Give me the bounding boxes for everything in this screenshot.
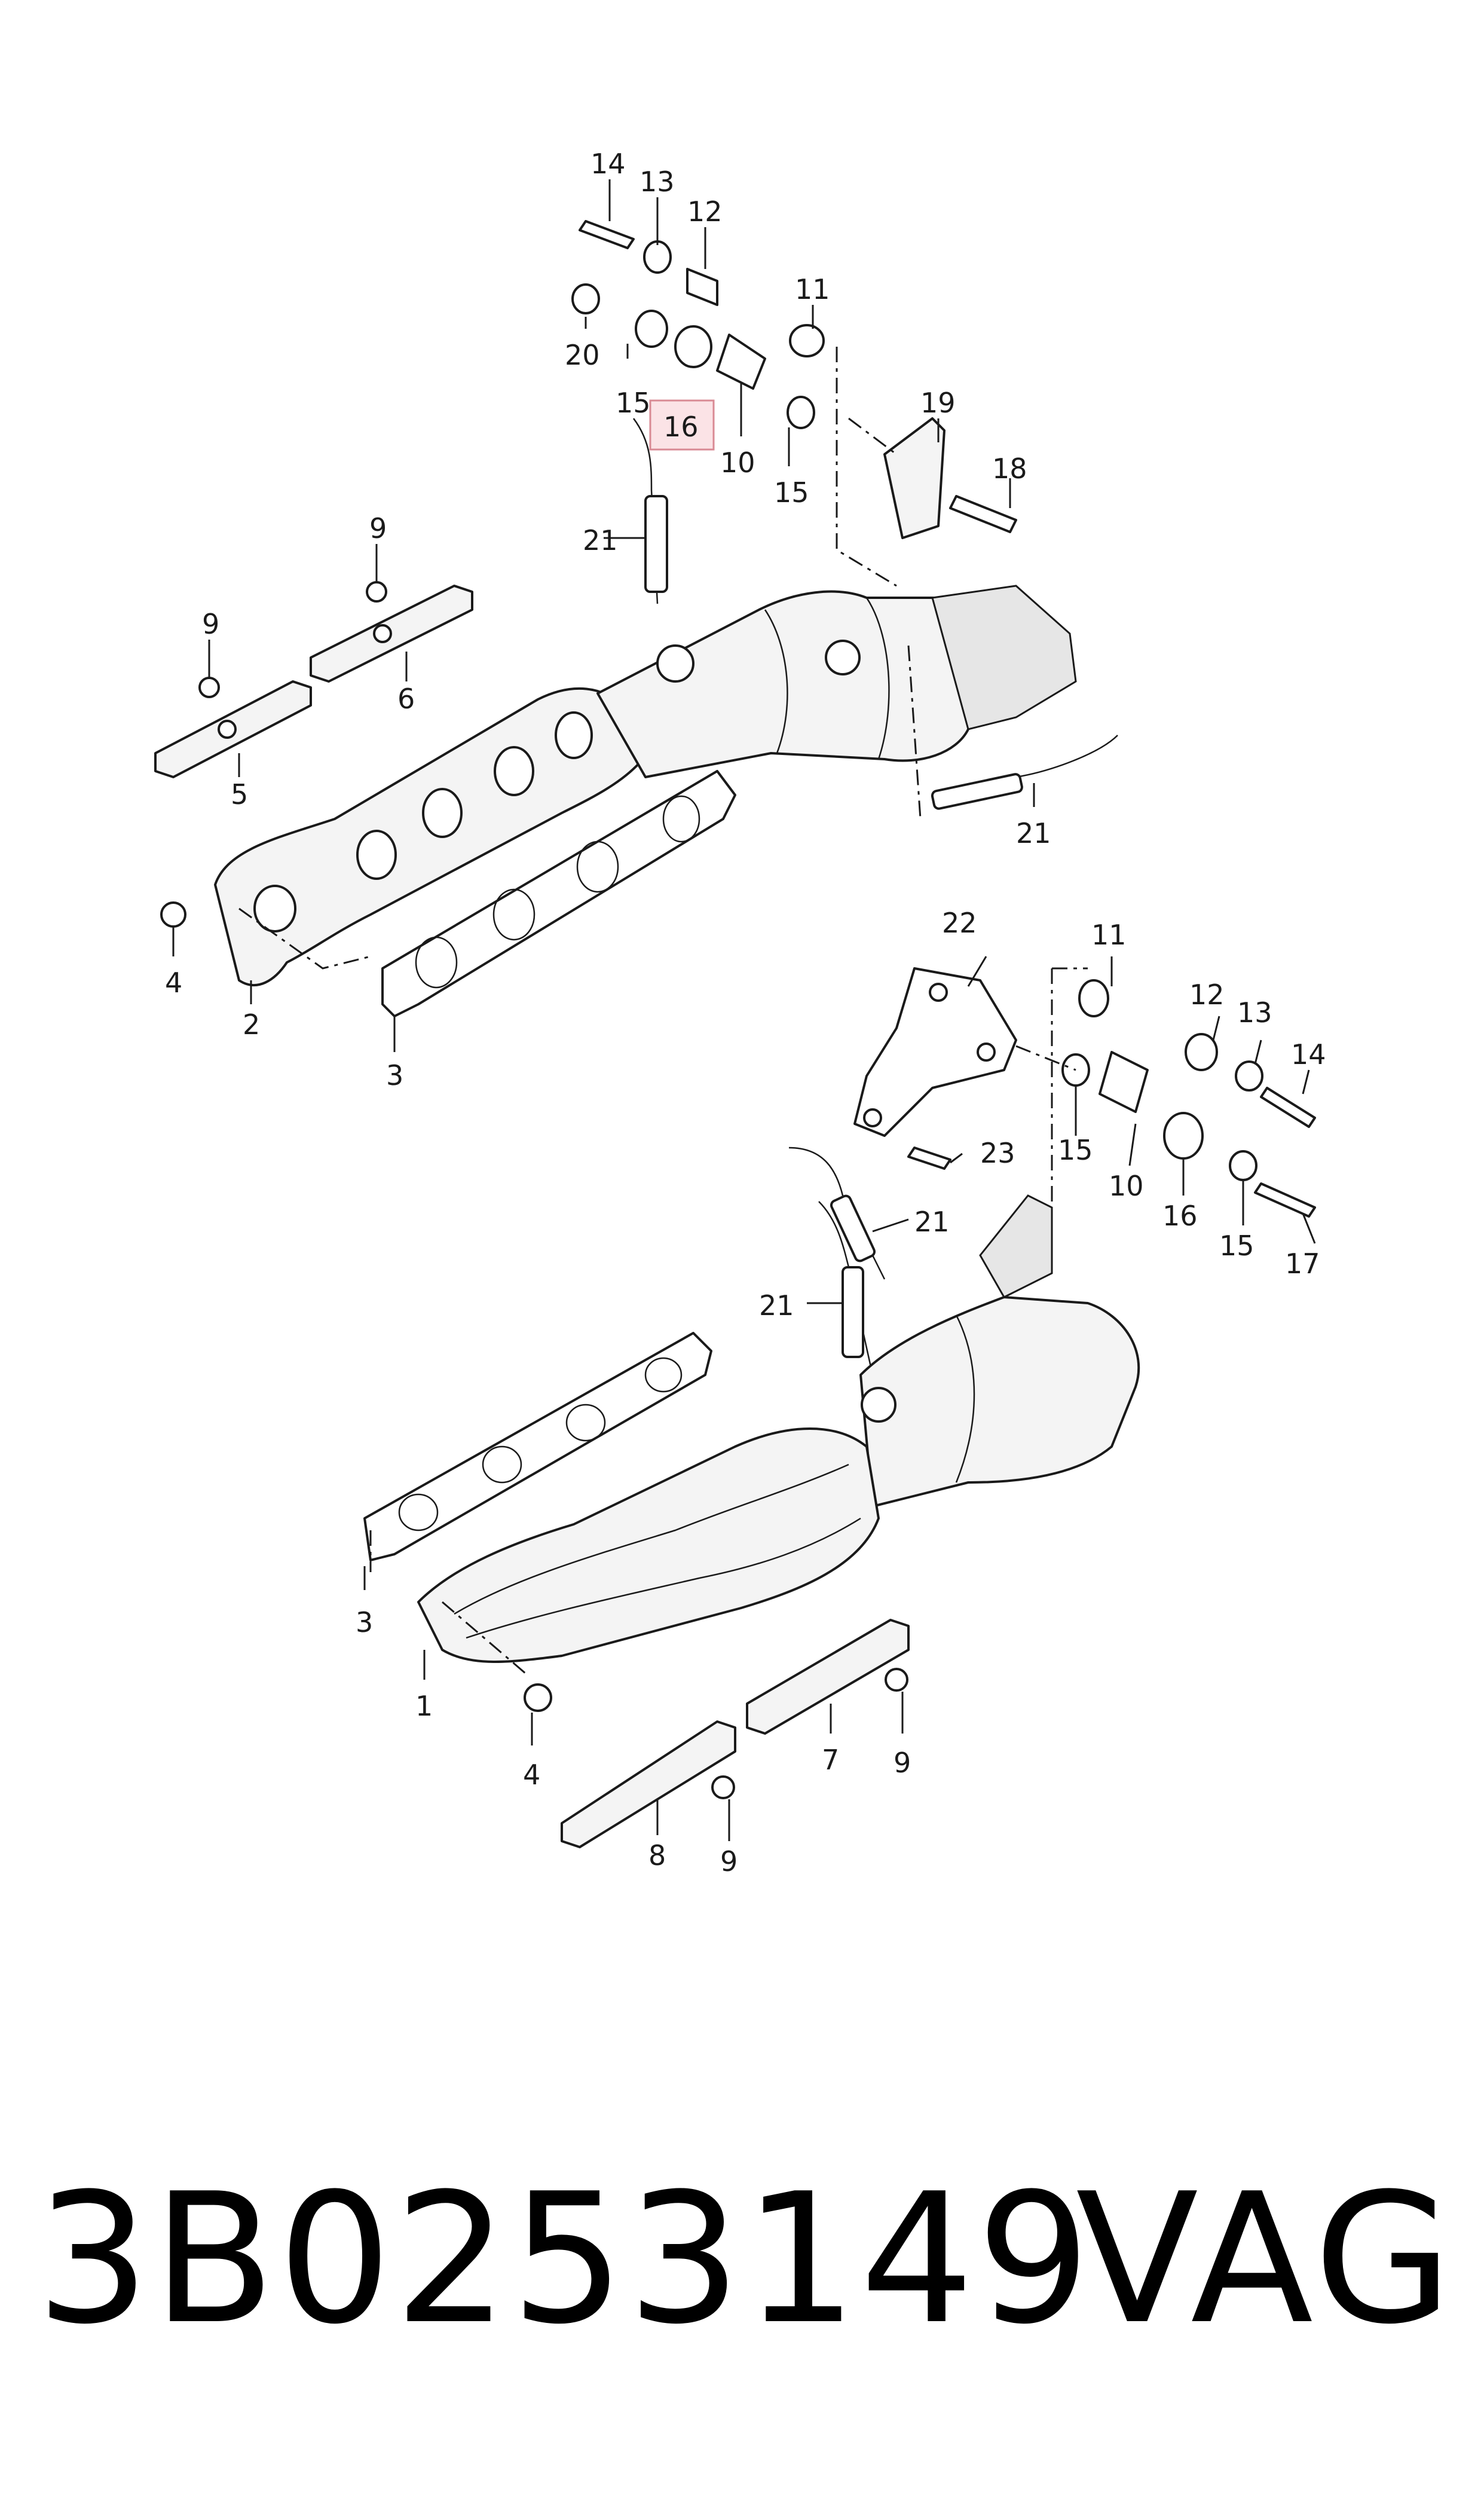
lower-assembly	[363, 967, 1316, 1848]
part-number: 3B0253149	[36, 2155, 1093, 2364]
callout-labels: 14 13 12 11 20 15 16 10 15 19 18 21 21 9…	[165, 148, 1326, 1878]
callout-13: 13	[640, 166, 675, 198]
callout-6: 6	[397, 683, 415, 715]
heat-shield-plate-8	[561, 1720, 736, 1848]
oxygen-sensor-right	[956, 735, 1118, 796]
callout-19: 19	[920, 387, 956, 419]
gasket-3	[381, 770, 736, 1017]
oxygen-sensor-lower-b	[818, 1201, 874, 1375]
heat-shield-2	[214, 687, 653, 987]
callout-16: 16	[1162, 1200, 1198, 1232]
heat-shield-plate-7	[746, 1619, 910, 1735]
callout-3: 3	[356, 1606, 373, 1638]
callout-10: 10	[1109, 1170, 1144, 1202]
callout-21: 21	[759, 1289, 794, 1322]
callout-5: 5	[231, 778, 248, 811]
gasket-3-lower	[363, 1332, 712, 1561]
callout-2: 2	[243, 1008, 260, 1041]
hardware-upper	[571, 220, 1017, 539]
callout-4: 4	[523, 1759, 540, 1791]
oxygen-sensor-lower-a	[788, 1147, 886, 1280]
oxygen-sensor-upper	[632, 418, 659, 604]
hardware-lower	[907, 979, 1316, 1218]
callout-4: 4	[165, 967, 182, 999]
catalytic-converter-lower	[859, 1296, 1140, 1508]
callout-15: 15	[1219, 1230, 1254, 1262]
callout-15: 15	[1058, 1134, 1093, 1166]
brand-label: VAG	[1076, 2155, 1457, 2364]
callout-9: 9	[202, 608, 219, 640]
bracket-22	[853, 967, 1017, 1137]
callout-11: 11	[795, 273, 830, 305]
catalytic-converter-upper	[596, 590, 983, 778]
callout-17: 17	[1285, 1248, 1320, 1280]
callout-18: 18	[992, 453, 1027, 485]
callout-9: 9	[369, 512, 387, 545]
upper-assembly	[154, 220, 1118, 1017]
callout-9: 9	[720, 1845, 738, 1878]
footer: 3B0253149 VAG	[0, 2152, 1484, 2367]
callout-11: 11	[1091, 919, 1127, 951]
callout-7: 7	[822, 1744, 839, 1776]
exhaust-manifold-1	[417, 1427, 880, 1663]
callout-13: 13	[1237, 996, 1272, 1029]
callout-22: 22	[942, 907, 977, 939]
callout-16-highlight	[649, 399, 715, 451]
callout-21: 21	[914, 1206, 950, 1238]
callout-10: 10	[720, 447, 755, 479]
callout-3: 3	[386, 1059, 403, 1092]
callout-20: 20	[565, 339, 600, 371]
callout-12: 12	[1189, 979, 1225, 1011]
callout-14: 14	[1291, 1038, 1326, 1071]
callout-15: 15	[616, 387, 651, 419]
callout-15: 15	[774, 476, 809, 509]
callout-1: 1	[415, 1690, 433, 1722]
callout-21: 21	[1016, 817, 1051, 849]
callout-21: 21	[583, 524, 618, 557]
callout-14: 14	[590, 148, 626, 180]
callout-23: 23	[980, 1137, 1015, 1169]
callout-9: 9	[894, 1747, 911, 1779]
leader-lines	[172, 179, 1316, 1841]
callout-8: 8	[648, 1839, 666, 1872]
callout-16: 16	[663, 411, 699, 443]
callout-12: 12	[687, 195, 723, 228]
